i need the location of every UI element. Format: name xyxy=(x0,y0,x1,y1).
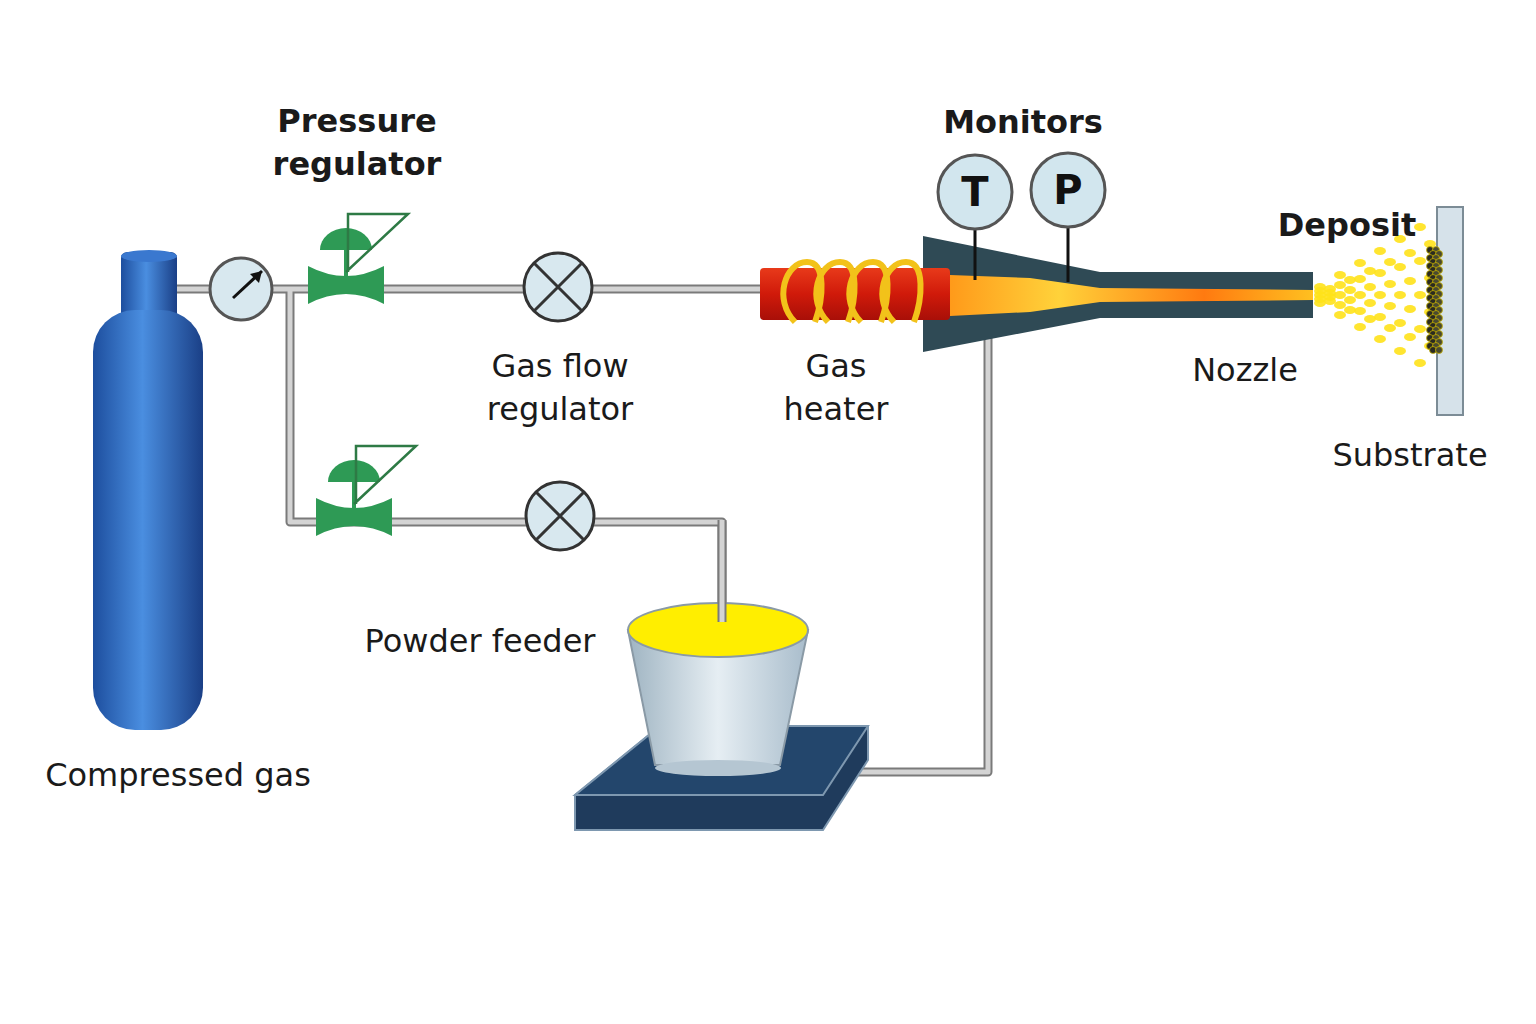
component-label: Pressure regulator xyxy=(257,100,457,186)
gas-heater xyxy=(760,262,950,322)
gauge-letter: P xyxy=(1028,150,1108,230)
monitor-gauge: T xyxy=(935,152,1015,232)
pipes xyxy=(176,289,988,772)
gas-cylinder xyxy=(93,250,203,730)
monitor-stems xyxy=(975,226,1068,282)
powder-feeder xyxy=(575,520,868,830)
monitor-gauge: P xyxy=(1028,150,1108,230)
gauge-letter: T xyxy=(935,152,1015,232)
deposit-layer xyxy=(1427,247,1443,354)
pressure-regulator-symbols xyxy=(308,214,416,536)
component-label: Deposit xyxy=(1278,204,1416,247)
component-label: Nozzle xyxy=(1192,349,1298,392)
component-label: Gas flow regulator xyxy=(450,345,670,431)
component-label: Compressed gas xyxy=(45,754,311,797)
component-label: Gas heater xyxy=(751,345,921,431)
component-label: Substrate xyxy=(1332,434,1487,477)
pressure-gauge xyxy=(210,258,272,320)
component-label: Powder feeder xyxy=(364,620,595,663)
nozzle xyxy=(923,236,1313,352)
component-label: Monitors xyxy=(943,101,1103,144)
spray-particles xyxy=(1314,223,1436,367)
